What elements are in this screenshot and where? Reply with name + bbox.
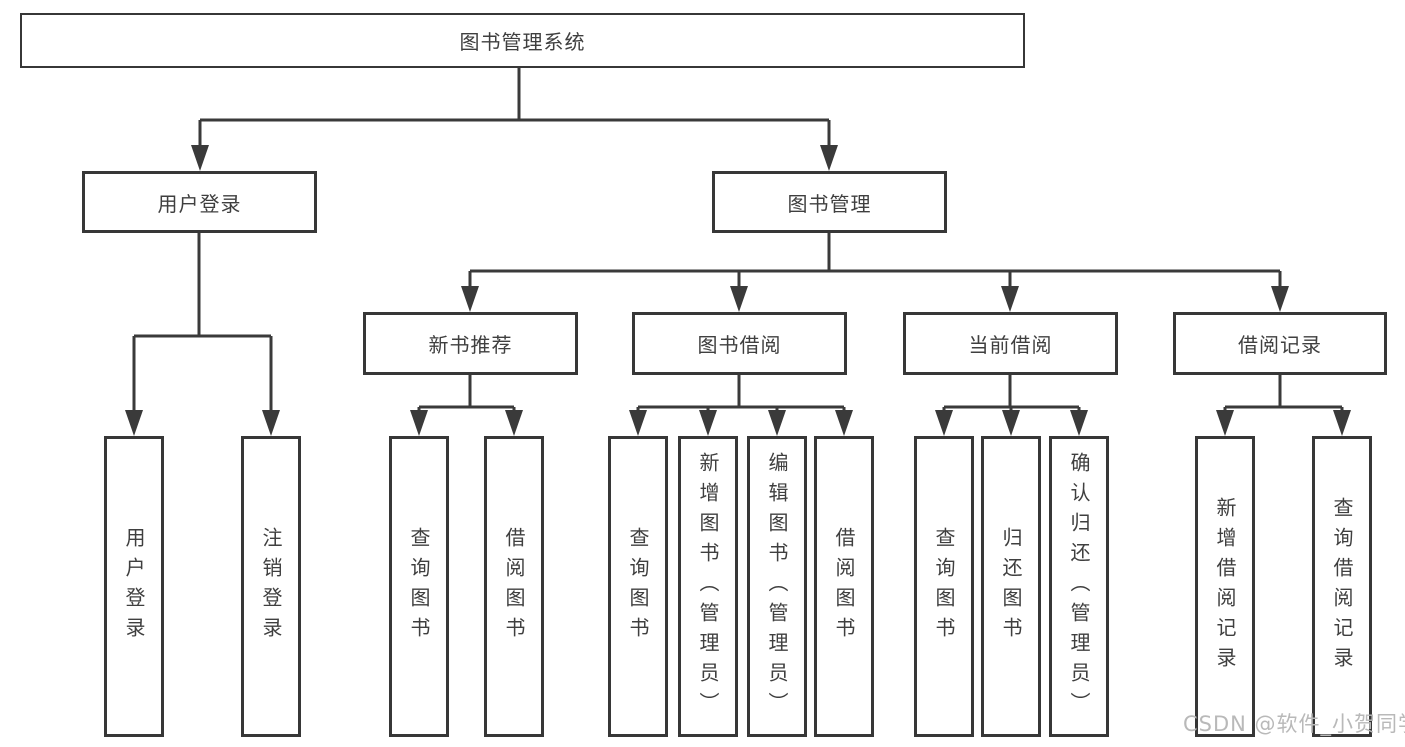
arrowhead <box>1271 286 1289 312</box>
node-label: 图书管理系统 <box>459 30 586 54</box>
arrowhead <box>730 286 748 312</box>
node-label: 新增借阅记录 <box>1213 496 1237 677</box>
leaf-add-books-admin: 新增图书（管理员） <box>678 436 738 737</box>
arrowhead <box>820 145 838 171</box>
leaf-return-books: 归还图书 <box>981 436 1041 737</box>
node-label: 新书推荐 <box>428 333 513 357</box>
arrowhead <box>461 286 479 312</box>
node-label: 用户登录 <box>122 526 146 647</box>
node-label: 确认归还（管理员） <box>1067 451 1091 722</box>
connector-book-borrow-children <box>629 375 853 436</box>
arrowhead <box>1002 410 1020 436</box>
connector-new-book-recommend-children <box>410 375 523 436</box>
node-label: 查询图书 <box>932 526 956 647</box>
arrowhead <box>935 410 953 436</box>
node-label: 借阅记录 <box>1238 333 1322 357</box>
node-user-login: 用户登录 <box>82 171 317 233</box>
node-label: 图书管理 <box>787 191 872 216</box>
node-label: 查询借阅记录 <box>1330 496 1354 677</box>
node-label: 编辑图书（管理员） <box>765 451 789 722</box>
node-library-management-system: 图书管理系统 <box>20 13 1025 68</box>
arrowhead <box>191 145 209 171</box>
node-label: 查询图书 <box>626 526 650 647</box>
watermark: CSDN @软件_小贺同学 <box>1183 712 1405 736</box>
leaf-borrow-books: 借阅图书 <box>814 436 874 737</box>
leaf-add-borrow-record: 新增借阅记录 <box>1195 436 1255 737</box>
connector-borrow-records-children <box>1216 375 1351 436</box>
arrowhead <box>768 410 786 436</box>
arrowhead <box>629 410 647 436</box>
connector-root-to-level2 <box>191 68 838 171</box>
node-label: 图书借阅 <box>697 333 782 357</box>
leaf-query-borrow-record: 查询借阅记录 <box>1312 436 1372 737</box>
arrowhead <box>505 410 523 436</box>
arrowhead <box>835 410 853 436</box>
node-label: 用户登录 <box>157 191 242 216</box>
connector-book-management-children <box>461 233 1289 312</box>
connector-user-login-children <box>125 233 280 436</box>
arrowhead <box>1070 410 1088 436</box>
leaf-confirm-return-admin: 确认归还（管理员） <box>1049 436 1109 737</box>
node-label: 注销登录 <box>259 526 283 647</box>
node-label: 当前借阅 <box>968 333 1053 357</box>
arrowhead <box>262 410 280 436</box>
node-label: 借阅图书 <box>502 526 526 647</box>
node-label: 归还图书 <box>999 526 1023 647</box>
node-book-management: 图书管理 <box>712 171 947 233</box>
arrowhead <box>125 410 143 436</box>
arrowhead <box>699 410 717 436</box>
leaf-query-books-recommend: 查询图书 <box>389 436 449 737</box>
node-new-book-recommend: 新书推荐 <box>363 312 578 375</box>
leaf-edit-books-admin: 编辑图书（管理员） <box>747 436 807 737</box>
leaf-query-books-current: 查询图书 <box>914 436 974 737</box>
node-book-borrow: 图书借阅 <box>632 312 847 375</box>
arrowhead <box>1216 410 1234 436</box>
node-borrow-records: 借阅记录 <box>1173 312 1387 375</box>
node-current-borrow: 当前借阅 <box>903 312 1118 375</box>
leaf-borrow-books-recommend: 借阅图书 <box>484 436 544 737</box>
node-label: 借阅图书 <box>832 526 856 647</box>
leaf-user-login: 用户登录 <box>104 436 164 737</box>
leaf-logout: 注销登录 <box>241 436 301 737</box>
arrowhead <box>410 410 428 436</box>
arrowhead <box>1001 286 1019 312</box>
node-label: 查询图书 <box>407 526 431 647</box>
leaf-query-books-borrow: 查询图书 <box>608 436 668 737</box>
connector-current-borrow-children <box>935 375 1088 436</box>
arrowhead <box>1333 410 1351 436</box>
node-label: 新增图书（管理员） <box>696 451 720 722</box>
